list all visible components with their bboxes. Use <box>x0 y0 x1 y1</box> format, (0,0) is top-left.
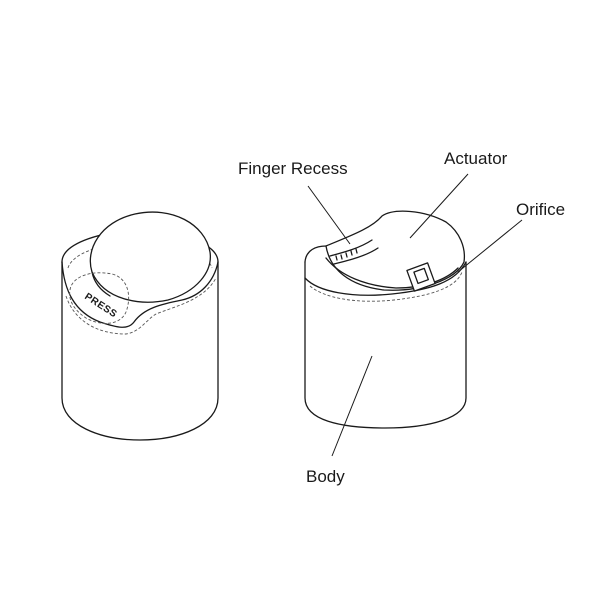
actuator-label: Actuator <box>444 149 508 168</box>
right-cap-body <box>304 261 467 429</box>
finger-recess-grip <box>335 248 358 261</box>
body-leader <box>331 355 373 457</box>
body-label: Body <box>306 467 345 486</box>
left-cap: PRESS <box>61 211 219 441</box>
right-cap-rim-inner <box>309 271 463 302</box>
right-cap <box>304 210 467 429</box>
left-cap-body <box>61 261 219 441</box>
left-cap-actuator-edge <box>91 271 111 297</box>
right-cap-top-left <box>304 245 327 263</box>
left-cap-actuator <box>89 211 211 303</box>
orifice-outer <box>406 262 436 292</box>
actuator-leader <box>409 173 469 239</box>
leader-lines <box>307 173 523 457</box>
left-cap-front-lip <box>61 261 219 328</box>
right-cap-finger-recess <box>329 239 379 265</box>
finger-recess-leader <box>307 185 351 245</box>
right-cap-rim <box>304 261 467 296</box>
right-cap-actuator-rim <box>325 257 459 289</box>
orifice-inner <box>413 267 429 285</box>
orifice-leader <box>457 219 523 273</box>
orifice-label: Orifice <box>516 200 565 219</box>
left-cap-press-recess <box>69 272 130 324</box>
left-cap-lip-contour <box>65 277 217 335</box>
finger-recess-label: Finger Recess <box>238 159 348 178</box>
